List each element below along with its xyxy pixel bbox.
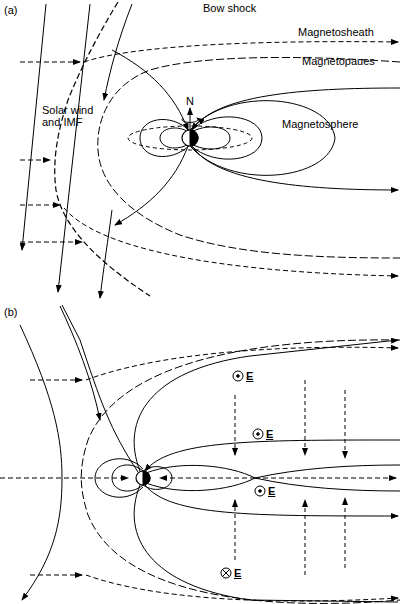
tail-field-line: [192, 146, 398, 190]
solar-wind-flow: [30, 380, 82, 381]
imf-line: [58, 4, 90, 292]
solar-wind-flow: [20, 242, 82, 243]
convection-arrow: [235, 500, 236, 560]
out-of-page-symbol: [255, 486, 265, 496]
field-vector-label: E: [234, 567, 241, 579]
ring-current: [128, 126, 252, 150]
earth-night-side: [143, 471, 150, 485]
earth: [182, 130, 198, 146]
tail-field-line: [255, 478, 400, 491]
convection-arrow: [305, 380, 306, 455]
out-of-page-symbol: [233, 371, 243, 381]
sheath-flow: [64, 208, 398, 276]
axis-label: N: [186, 95, 194, 107]
imf-line: [100, 210, 112, 298]
plasma-sheet-flow: [255, 478, 396, 479]
convection-arrow: [305, 500, 306, 575]
region-label: Magnetosphere: [282, 118, 358, 130]
imf-line: [20, 325, 62, 600]
field-line: [190, 127, 230, 149]
rotation-arrow: [182, 118, 198, 122]
region-label: Solar wind and IMF: [42, 104, 106, 128]
tail-field-line: [192, 88, 400, 130]
lobe-field-line: [145, 485, 398, 516]
imf-line: [60, 306, 100, 420]
tail-field-line: [255, 465, 400, 478]
into-page-symbol: [223, 570, 230, 577]
solar-wind-flow: [20, 160, 50, 161]
field-vector-label: E: [268, 485, 275, 497]
field-vector-label: E: [266, 428, 273, 440]
field-line: [190, 117, 262, 159]
solar-wind-flow: [0, 478, 128, 479]
field-line: [190, 101, 335, 176]
magnetopause-line: [98, 57, 400, 258]
plasma-sheet-flow: [160, 478, 255, 479]
open-field-line: [112, 50, 188, 130]
out-of-page-symbol: [253, 429, 263, 439]
out-of-page-symbol: [259, 490, 262, 493]
earth: [136, 471, 150, 485]
sheath-flow: [86, 347, 398, 380]
field-line: [143, 467, 172, 490]
bow-shock-line: [55, 2, 150, 296]
out-of-page-symbol: [257, 433, 260, 436]
panel-label: (a): [4, 4, 17, 16]
open-field-line: [134, 340, 398, 471]
open-field-line: [115, 146, 188, 225]
region-label: Magnetosheath: [298, 26, 374, 38]
region-label: Bow shock: [203, 2, 256, 14]
solar-wind-flow: [20, 205, 60, 206]
dipole-axis: [190, 108, 191, 130]
imf-line: [104, 4, 132, 100]
panel-label: (b): [4, 306, 17, 318]
out-of-page-symbol: [237, 375, 240, 378]
field-vector-label: E: [246, 370, 253, 382]
open-field-line: [62, 305, 138, 472]
magnetopause-line: [81, 340, 400, 604]
convection-arrow: [345, 390, 346, 458]
convection-arrow: [235, 395, 236, 455]
open-field-line: [134, 485, 398, 602]
closed-field-line: [146, 465, 255, 490]
solar-wind-flow: [20, 62, 80, 63]
into-page-symbol: [221, 568, 231, 578]
sheath-flow: [86, 575, 398, 601]
lobe-field-line: [145, 440, 400, 471]
earth-night-side: [190, 130, 198, 146]
convection-arrow: [345, 498, 346, 568]
region-label: Magnetopaues: [302, 55, 375, 67]
